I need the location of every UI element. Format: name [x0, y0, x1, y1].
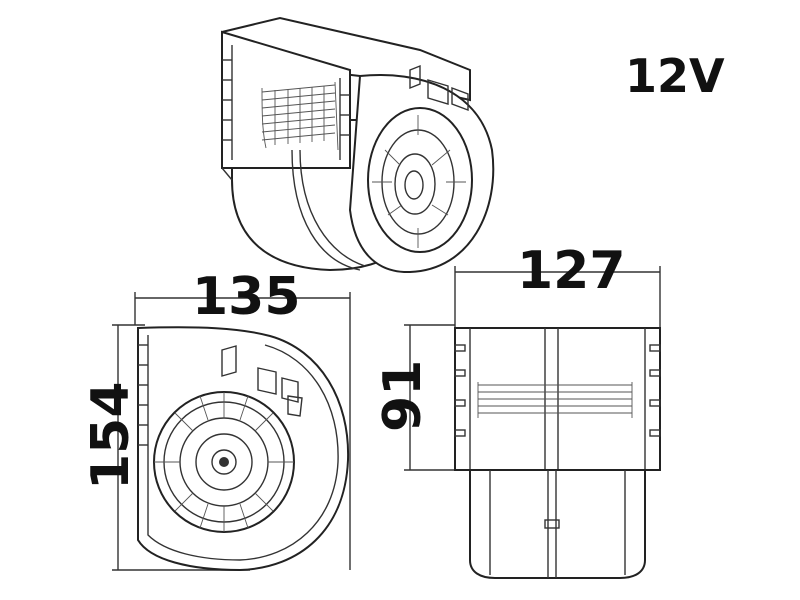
- front-connector: [221, 345, 303, 417]
- dim-height-side: 91: [373, 324, 455, 471]
- iso-impeller-blades: [261, 81, 339, 151]
- side-view: 127 91: [373, 241, 661, 579]
- iso-connector: [409, 64, 469, 112]
- dim-height-front: 154: [81, 324, 250, 571]
- side-impeller: [477, 382, 633, 418]
- iso-motor-face: [367, 107, 473, 253]
- iso-inlet-frame: [221, 30, 351, 169]
- front-view: 135 154: [81, 267, 351, 572]
- dim-height-front-value: 154: [81, 381, 141, 490]
- voltage-label: 12V: [625, 49, 725, 103]
- side-slots: [454, 344, 661, 437]
- isometric-view: [221, 16, 495, 274]
- iso-frame-slots: [222, 59, 350, 141]
- front-motor: [153, 391, 295, 533]
- dim-width-front-value: 135: [192, 267, 301, 327]
- dim-width-side: 127: [454, 241, 661, 330]
- dim-height-side-value: 91: [373, 360, 433, 432]
- side-body: [469, 469, 646, 579]
- dim-width-front: 135: [134, 267, 351, 570]
- dim-width-side-value: 127: [517, 241, 626, 301]
- front-ribs: [138, 344, 148, 446]
